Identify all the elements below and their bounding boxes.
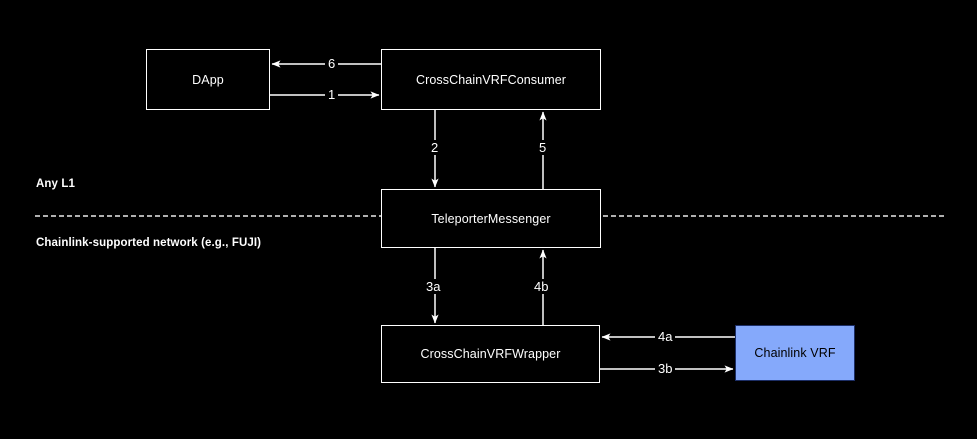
edge-label-5: 5 bbox=[536, 140, 550, 155]
edge-label-3a: 3a bbox=[423, 279, 444, 294]
node-crosschain-vrf-wrapper[interactable]: CrossChainVRFWrapper bbox=[381, 325, 600, 383]
node-crosschain-vrf-wrapper-label: CrossChainVRFWrapper bbox=[420, 347, 561, 361]
node-dapp-label: DApp bbox=[192, 72, 224, 87]
zone-label-chainlink-network: Chainlink-supported network (e.g., FUJI) bbox=[36, 237, 262, 249]
edge-label-1: 1 bbox=[325, 87, 339, 102]
edge-label-6: 6 bbox=[325, 56, 339, 71]
node-dapp[interactable]: DApp bbox=[146, 49, 270, 110]
edge-label-4b: 4b bbox=[531, 279, 552, 294]
node-crosschain-vrf-consumer-label: CrossChainVRFConsumer bbox=[415, 72, 567, 87]
node-crosschain-vrf-consumer[interactable]: CrossChainVRFConsumer bbox=[381, 49, 601, 110]
node-chainlink-vrf-label: Chainlink VRF bbox=[754, 346, 836, 360]
node-teleporter-messenger[interactable]: TeleporterMessenger bbox=[381, 189, 601, 248]
edge-label-3b: 3b bbox=[655, 361, 676, 376]
edge-label-2: 2 bbox=[428, 140, 442, 155]
node-chainlink-vrf[interactable]: Chainlink VRF bbox=[735, 325, 855, 381]
edge-label-4a: 4a bbox=[655, 329, 676, 344]
node-teleporter-messenger-label: TeleporterMessenger bbox=[431, 211, 551, 226]
zone-label-any-l1: Any L1 bbox=[36, 178, 75, 190]
